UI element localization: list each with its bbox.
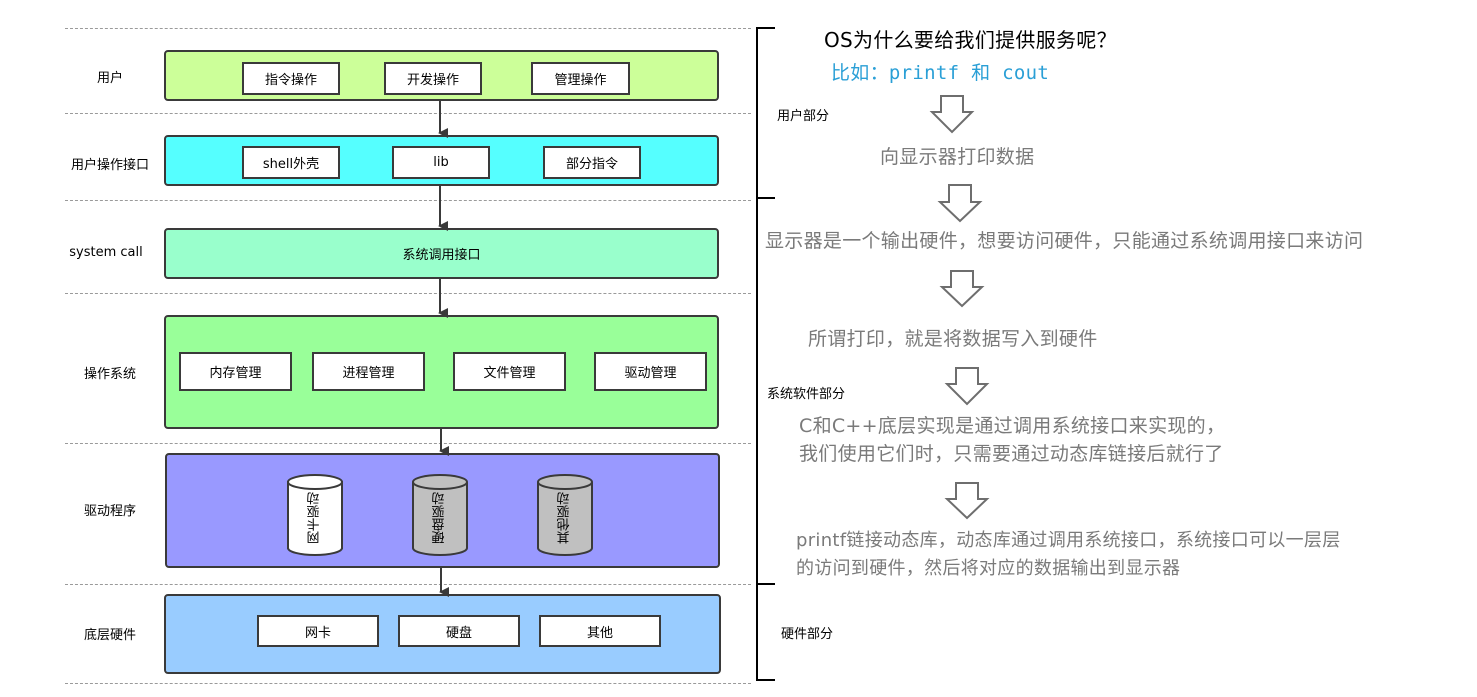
separator	[65, 28, 751, 29]
layer-label-os: 操作系统	[83, 367, 136, 382]
os-item-driver: 驱动管理	[594, 352, 707, 391]
note-step1: 向显示器打印数据	[880, 146, 1035, 168]
note-step5-line2: 的访问到硬件，然后将对应的数据输出到显示器	[796, 558, 1181, 579]
driver-item-nic: 网卡驱动	[307, 492, 323, 544]
user-item-commands: 指令操作	[242, 62, 340, 95]
note-step2: 显示器是一个输出硬件，想要访问硬件，只能通过系统调用接口来访问	[765, 230, 1364, 252]
user-item-development: 开发操作	[384, 62, 482, 95]
hardware-item-other: 其他	[539, 615, 661, 647]
layer-label-system-call: system call	[69, 245, 143, 260]
layer-label-hardware: 底层硬件	[83, 628, 136, 643]
disk-driver-cylinder	[412, 474, 468, 556]
note-step4-line1: C和C++底层实现是通过调用系统接口来实现的，	[799, 415, 1226, 437]
note-step3: 所谓打印，就是将数据写入到硬件	[808, 328, 1098, 350]
separator	[65, 584, 751, 585]
bracket-label-user-part: 用户部分	[777, 109, 830, 124]
down-arrow-icon	[944, 482, 990, 520]
note-step4-line2: 我们使用它们时，只需要通过动态库链接后就行了	[799, 443, 1224, 465]
other-driver-cylinder	[537, 474, 593, 556]
down-arrow-icon	[944, 367, 990, 406]
nic-driver-cylinder	[287, 474, 343, 556]
separator	[65, 293, 751, 294]
layer-system-call-box	[164, 228, 719, 279]
user-item-management: 管理操作	[531, 62, 630, 95]
os-item-process: 进程管理	[312, 352, 425, 391]
interface-item-partial-commands: 部分指令	[543, 146, 641, 179]
separator	[65, 683, 751, 684]
note-example: 比如：printf 和 cout	[831, 62, 1050, 84]
interface-item-lib: lib	[392, 146, 490, 179]
separator	[65, 113, 751, 114]
os-item-memory: 内存管理	[179, 352, 292, 391]
down-arrow-icon	[929, 95, 975, 134]
note-question: OS为什么要给我们提供服务呢？	[824, 28, 1117, 52]
layer-label-user-interface: 用户操作接口	[70, 158, 149, 173]
bracket-label-system-software-part: 系统软件部分	[767, 387, 846, 402]
driver-item-disk: 硬盘驱动	[432, 492, 448, 544]
separator	[65, 443, 751, 444]
separator	[65, 200, 751, 201]
down-arrow-icon	[939, 270, 985, 308]
hardware-item-disk: 硬盘	[398, 615, 520, 647]
interface-item-shell: shell外壳	[242, 146, 340, 179]
driver-item-other: 其他驱动	[557, 492, 573, 544]
bracket-label-hardware-part: 硬件部分	[781, 627, 834, 642]
hardware-item-nic: 网卡	[257, 615, 379, 647]
bracket-hardware-part	[756, 584, 775, 681]
layer-label-user: 用户	[96, 71, 123, 86]
os-item-file: 文件管理	[453, 352, 566, 391]
note-step5-line1: printf链接动态库，动态库通过调用系统接口，系统接口可以一层层	[796, 530, 1341, 551]
bracket-user-part	[756, 27, 775, 199]
down-arrow-icon	[937, 184, 983, 223]
layer-label-drivers: 驱动程序	[83, 504, 136, 519]
system-call-interface-label: 系统调用接口	[402, 248, 481, 263]
